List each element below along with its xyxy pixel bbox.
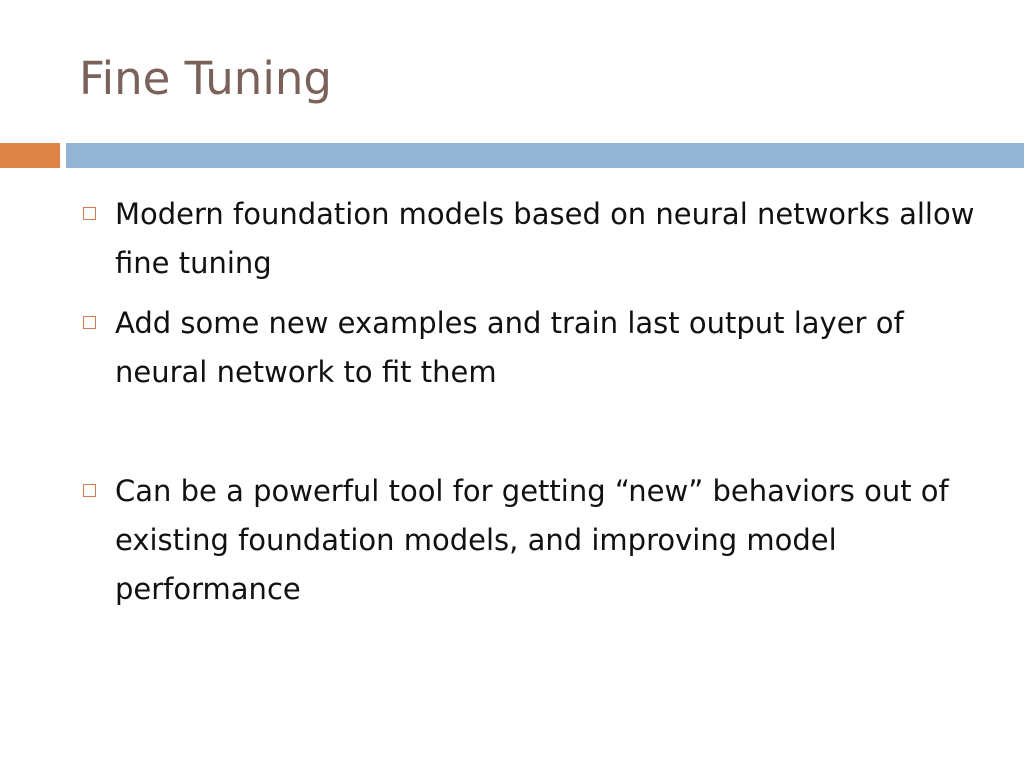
slide-title: Fine Tuning [79,52,332,105]
bullet-text: Modern foundation models based on neural… [115,197,975,280]
accent-bar-blue [66,143,1024,168]
accent-bar-orange [0,143,60,168]
bullet-item: Can be a powerful tool for getting “new”… [80,467,980,614]
square-bullet-icon [83,207,96,220]
square-bullet-icon [83,484,96,497]
bullet-text: Can be a powerful tool for getting “new”… [115,474,949,606]
square-bullet-icon [83,316,96,329]
bullet-text: Add some new examples and train last out… [115,306,904,389]
bullet-item: Modern foundation models based on neural… [80,190,980,288]
bullet-list: Modern foundation models based on neural… [80,190,980,614]
bullet-item: Add some new examples and train last out… [80,299,980,397]
